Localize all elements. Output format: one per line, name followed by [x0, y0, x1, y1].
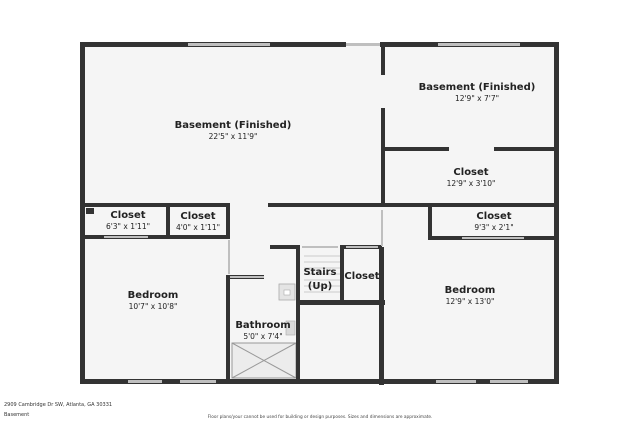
basement-right-dim: 12'9" x 7'7"	[455, 94, 499, 103]
bathroom-name: Bathroom	[235, 320, 290, 331]
closet-right-mid-name: Closet	[453, 167, 488, 178]
bathroom-dim: 5'0" x 7'4"	[243, 332, 282, 341]
closet-right-small-name: Closet	[476, 211, 511, 222]
closet-left-2-name: Closet	[180, 211, 215, 222]
bedroom-right-dim: 12'9" x 13'0"	[446, 297, 495, 306]
level-text: Basement	[4, 412, 30, 418]
closet-right-small-dim: 9'3" x 2'1"	[474, 223, 513, 232]
basement-main-name: Basement (Finished)	[175, 120, 292, 131]
floor-area	[84, 45, 556, 381]
basement-right-name: Basement (Finished)	[419, 82, 536, 93]
closet-left-2-dim: 4'0" x 1'11"	[176, 223, 220, 232]
shower-area	[231, 342, 297, 379]
disclaimer-text: Floor plans/your cannot be used for buil…	[207, 415, 433, 420]
windows	[104, 43, 528, 383]
basement-main-dim: 22'5" x 11'9"	[209, 132, 258, 141]
vanity	[278, 283, 296, 336]
stairs-sub: (Up)	[308, 281, 332, 292]
bedroom-left-dim: 10'7" x 10'8"	[129, 302, 178, 311]
closet-left-1-name: Closet	[110, 210, 145, 221]
bedroom-right-name: Bedroom	[445, 285, 496, 296]
bedroom-left-name: Bedroom	[128, 290, 179, 301]
closet-right-mid-dim: 12'9" x 3'10"	[447, 179, 496, 188]
closet-center-name: Closet	[344, 271, 379, 282]
stairs-name: Stairs	[303, 267, 336, 278]
closet-left-1-dim: 6'3" x 1'11"	[106, 222, 150, 231]
stair-treads	[304, 255, 340, 293]
address-text: 2909 Cambridge Dr SW, Atlanta, GA 30331	[4, 402, 113, 408]
